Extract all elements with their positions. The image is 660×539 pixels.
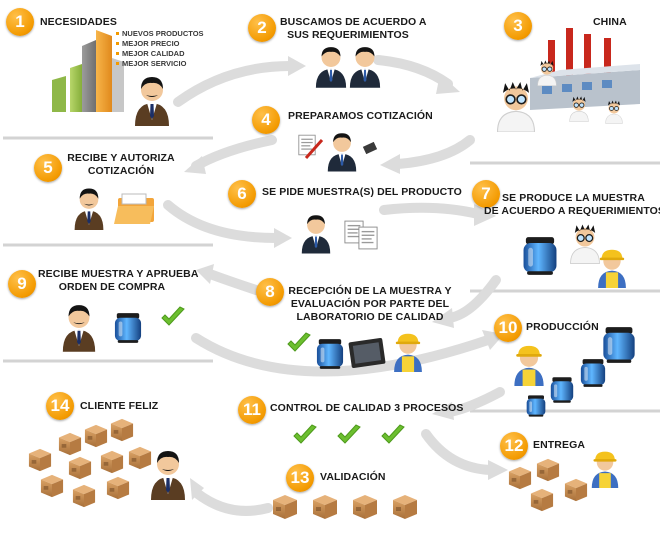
businessman-figure bbox=[315, 47, 347, 88]
step-title: PREPARAMOS COTIZACIÓN bbox=[288, 110, 433, 122]
check-icon bbox=[337, 424, 361, 444]
jar-icon bbox=[316, 339, 344, 369]
jar-icon bbox=[523, 237, 557, 275]
step-number-badge: 11 bbox=[238, 396, 266, 424]
pen-icon bbox=[304, 139, 324, 159]
step-title: SE PIDE MUESTRA(S) DEL PRODUCTO bbox=[262, 186, 462, 198]
jar-icon bbox=[603, 327, 635, 363]
needs-item: MEJOR SERVICIO bbox=[116, 59, 204, 69]
step-number-badge: 12 bbox=[500, 432, 528, 460]
step-title: RECIBE MUESTRA Y APRUEBA ORDEN DE COMPRA bbox=[38, 268, 199, 293]
step-number-badge: 8 bbox=[256, 278, 284, 306]
calculator-icon bbox=[362, 141, 378, 155]
step-number-badge: 4 bbox=[252, 106, 280, 134]
client-figure bbox=[74, 188, 104, 230]
step-number-badge: 7 bbox=[472, 180, 500, 208]
worker-figure bbox=[514, 345, 544, 386]
flow-arrowheads bbox=[184, 56, 508, 500]
worker-figure bbox=[591, 451, 619, 488]
step-title: CHINA bbox=[593, 16, 627, 28]
jar-icon bbox=[114, 313, 142, 343]
scientist-figure bbox=[569, 224, 601, 264]
client-figure bbox=[151, 451, 185, 500]
check-icon bbox=[287, 332, 311, 352]
check-icon bbox=[381, 424, 405, 444]
needs-item: MEJOR CALIDAD bbox=[116, 49, 204, 59]
step-title: SE PRODUCE LA MUESTRA bbox=[502, 192, 645, 204]
boxes-stack bbox=[28, 418, 152, 508]
document-icon bbox=[358, 226, 378, 250]
step-number-badge: 13 bbox=[286, 464, 314, 492]
step-title: BUSCAMOS DE ACUERDO A SUS REQUERIMIENTOS bbox=[280, 16, 427, 41]
step-title: CLIENTE FELIZ bbox=[80, 400, 159, 412]
step-title: VALIDACIÓN bbox=[320, 471, 386, 483]
boxes-delivery bbox=[508, 458, 588, 512]
needs-item: NUEVOS PRODUCTOS bbox=[116, 29, 204, 39]
worker-figure bbox=[598, 249, 626, 288]
needs-list: NUEVOS PRODUCTOS MEJOR PRECIO MEJOR CALI… bbox=[116, 29, 204, 69]
check-icon bbox=[293, 424, 317, 444]
scientist-figure bbox=[496, 82, 536, 132]
step-number-badge: 2 bbox=[248, 14, 276, 42]
step-number-badge: 1 bbox=[6, 8, 34, 36]
jar-icon bbox=[526, 395, 546, 417]
step-number-badge: 5 bbox=[34, 154, 62, 182]
businessman-figure bbox=[301, 215, 331, 254]
step-title-line: DE ACUERDO A REQUERIMIENTOS bbox=[484, 205, 660, 217]
step-number-badge: 10 bbox=[494, 314, 522, 342]
folder-icon bbox=[114, 193, 154, 224]
boxes-validation bbox=[273, 495, 417, 519]
step-title: ENTREGA bbox=[533, 439, 586, 451]
step-title: CONTROL DE CALIDAD 3 PROCESOS bbox=[270, 402, 464, 414]
client-figure bbox=[135, 77, 169, 126]
separator-lines bbox=[3, 136, 660, 413]
worker-figure bbox=[394, 333, 422, 372]
step-title: RECEPCIÓN DE LA MUESTRA Y EVALUACIÓN POR… bbox=[288, 285, 452, 323]
step-title: NECESIDADES bbox=[40, 16, 117, 28]
step-number-badge: 3 bbox=[504, 12, 532, 40]
check-icon bbox=[161, 306, 185, 326]
tablet-icon bbox=[348, 338, 386, 368]
city-buildings-illustration bbox=[52, 30, 124, 112]
step-number-badge: 14 bbox=[46, 392, 74, 420]
step-number-badge: 6 bbox=[228, 180, 256, 208]
jar-icon bbox=[550, 377, 574, 403]
step-title: RECIBE Y AUTORIZA COTIZACIÓN bbox=[67, 152, 175, 177]
client-figure bbox=[62, 305, 96, 352]
factory-illustration bbox=[530, 28, 640, 110]
businessman-figure bbox=[327, 133, 357, 172]
step-number-badge: 9 bbox=[8, 270, 36, 298]
needs-item: MEJOR PRECIO bbox=[116, 39, 204, 49]
businessman-figure bbox=[349, 47, 381, 88]
jar-icon bbox=[580, 359, 606, 387]
step-title: PRODUCCIÓN bbox=[526, 321, 599, 333]
